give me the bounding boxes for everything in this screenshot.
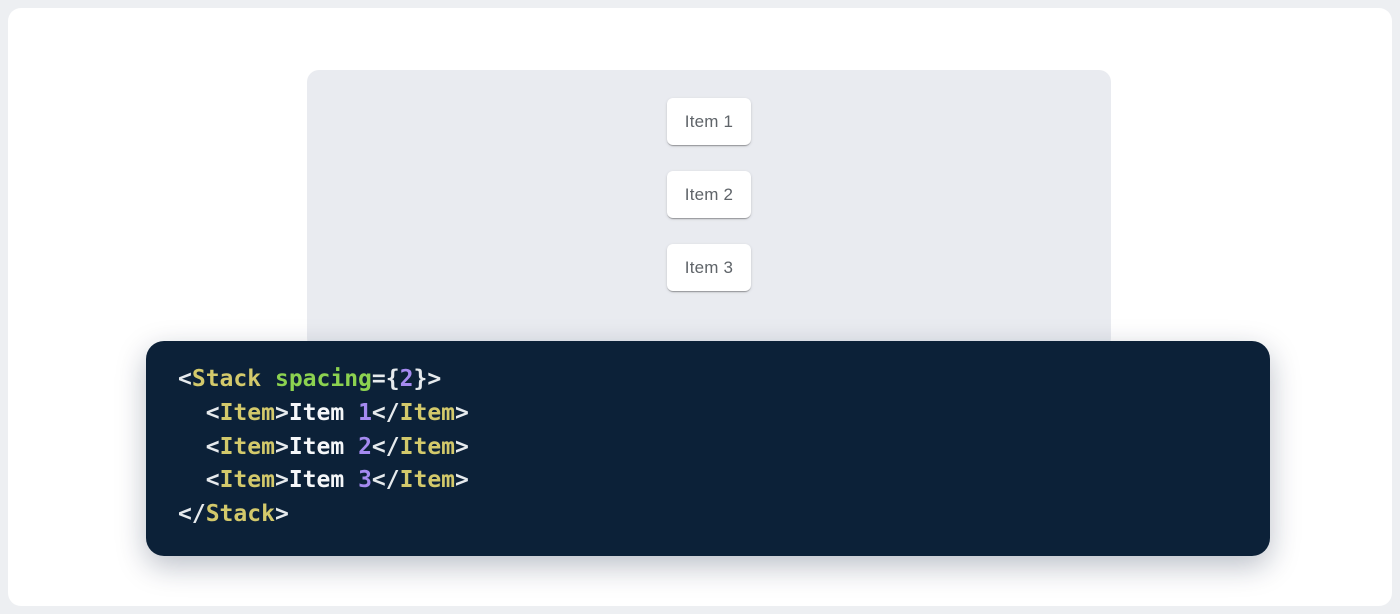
code-token: Item xyxy=(219,399,275,426)
stack-item-label: Item 2 xyxy=(684,184,734,204)
code-token: </ xyxy=(371,433,400,460)
code-block: <Stack spacing={2}> <Item>Item 1</Item> … xyxy=(146,341,1270,556)
code-token xyxy=(178,467,206,493)
code-token: Item xyxy=(219,433,275,460)
stack-item-card: Item 3 xyxy=(667,244,751,291)
code-lines: <Stack spacing={2}> <Item>Item 1</Item> … xyxy=(178,363,1238,532)
stack-item-card: Item 2 xyxy=(667,171,751,218)
code-token xyxy=(178,434,206,460)
code-line: <Item>Item 2</Item> xyxy=(178,431,1238,465)
code-line: <Item>Item 1</Item> xyxy=(178,397,1238,431)
code-token: Item xyxy=(219,467,275,494)
code-token: 2 xyxy=(399,366,414,392)
code-line: </Stack> xyxy=(178,498,1238,532)
code-token: 3 xyxy=(358,467,372,494)
code-token: < xyxy=(205,399,220,426)
code-token: > xyxy=(455,433,469,460)
code-token: </ xyxy=(371,399,400,426)
code-token: { xyxy=(385,366,400,392)
code-token: > xyxy=(455,467,469,494)
code-token: < xyxy=(205,433,220,460)
code-token: 2 xyxy=(358,433,372,460)
stack-demo-panel: Item 1 Item 2 Item 3 xyxy=(307,70,1111,350)
code-token: > xyxy=(455,399,469,426)
code-token xyxy=(261,366,275,392)
code-token xyxy=(178,400,206,426)
code-token: } xyxy=(413,366,428,392)
code-token: 1 xyxy=(358,399,372,426)
code-token: > xyxy=(274,467,289,494)
stack-item-card: Item 1 xyxy=(667,98,751,145)
code-token: </ xyxy=(178,501,206,528)
code-token: > xyxy=(274,399,289,426)
code-line: <Item>Item 3</Item> xyxy=(178,464,1238,498)
code-line: <Stack spacing={2}> xyxy=(178,363,1238,397)
code-token: > xyxy=(427,366,442,392)
code-token: Stack xyxy=(205,501,275,528)
stack-item-label: Item 1 xyxy=(684,111,734,131)
code-token: < xyxy=(205,467,220,494)
code-token: Stack xyxy=(191,366,262,392)
code-token: spacing xyxy=(274,366,372,392)
code-token: </ xyxy=(371,467,400,494)
code-token: = xyxy=(371,366,386,392)
stack: Item 1 Item 2 Item 3 xyxy=(307,70,1111,291)
code-token: > xyxy=(274,433,289,460)
code-token: Item xyxy=(399,433,456,460)
code-token: Item xyxy=(288,467,359,494)
code-token: < xyxy=(178,366,192,392)
code-token: Item xyxy=(399,467,456,494)
stack-item-label: Item 3 xyxy=(684,257,734,277)
code-token: > xyxy=(274,501,289,528)
code-token: Item xyxy=(288,433,359,460)
code-token: Item xyxy=(288,399,359,426)
code-token: Item xyxy=(399,399,456,426)
